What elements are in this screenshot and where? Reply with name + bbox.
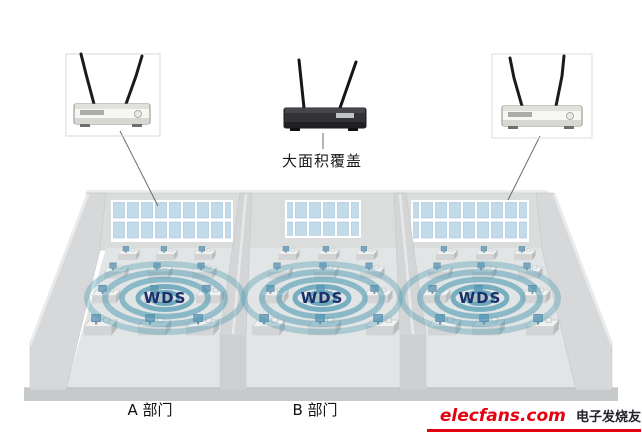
router-middle-icon	[283, 58, 367, 131]
wifi-coverage-rings-b	[241, 261, 403, 335]
divider-ab-top-edge	[231, 193, 248, 335]
divider-wall-ab-endcap	[220, 335, 246, 390]
watermark: elecfans.com 电子发烧友	[427, 406, 641, 432]
divider-wall-bc-endcap	[400, 335, 426, 390]
coverage-label: 大面积覆盖	[281, 152, 362, 170]
section-label-b: B 部门	[292, 401, 338, 419]
watermark-brand-name: 电子发烧友	[575, 410, 641, 425]
divider-bc-top-edge	[398, 193, 415, 335]
window-section-b	[285, 200, 361, 238]
wifi-coverage-rings-a	[84, 261, 246, 335]
router-left-icon	[65, 52, 161, 137]
watermark-site-logo: elecfans.com	[439, 406, 566, 426]
wds-label-c: WDS	[459, 289, 502, 307]
right-outer-wall	[535, 192, 613, 391]
window-section-a	[111, 200, 233, 242]
connector-line-left	[119, 130, 159, 207]
floor-slab-front	[24, 388, 618, 401]
wds-label-a: WDS	[144, 289, 187, 307]
wifi-coverage-rings-c	[399, 261, 561, 335]
router-right-icon	[491, 53, 593, 139]
office-building: WDS WDS WDS	[24, 190, 618, 401]
window-section-c	[411, 200, 529, 242]
section-label-a: A 部门	[127, 401, 173, 419]
wds-label-b: WDS	[301, 289, 344, 307]
back-wall-top	[86, 190, 548, 194]
connector-line-right	[507, 135, 541, 201]
left-wall-top-edge	[28, 193, 90, 346]
right-wall-top-edge	[552, 193, 614, 346]
